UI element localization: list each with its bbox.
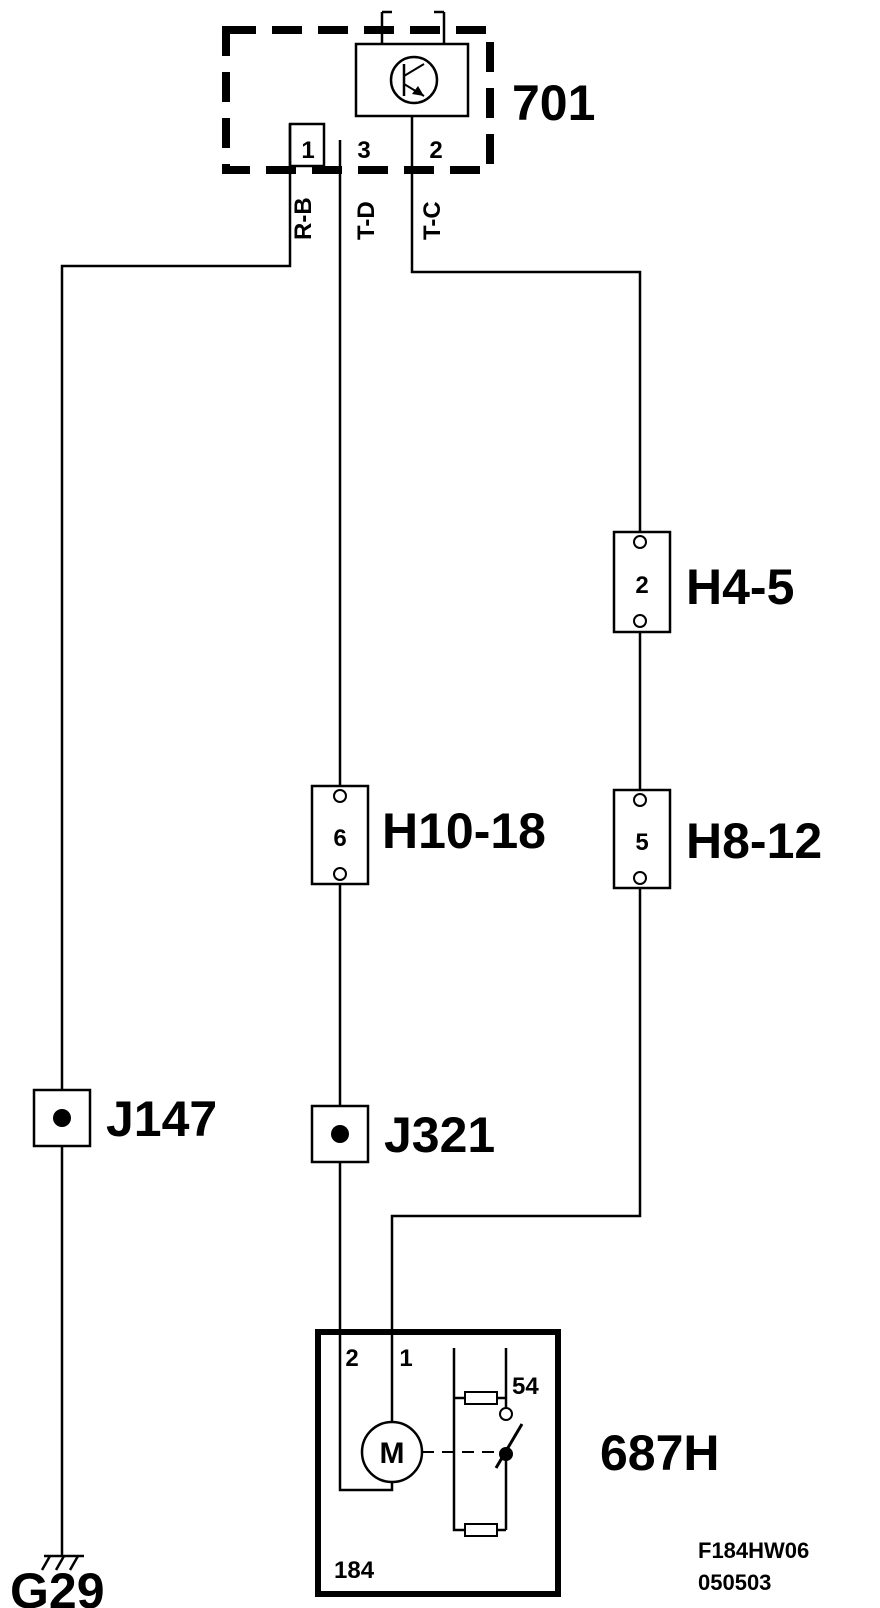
motor-symbol: M xyxy=(380,1437,405,1470)
splice-j147: J147 xyxy=(32,1088,217,1148)
sensor-pin-2: 2 xyxy=(429,137,442,164)
switch-blade-icon xyxy=(494,1423,524,1469)
component-701: 1 3 2 701 xyxy=(222,10,595,174)
splice-j147-label: J147 xyxy=(106,1091,217,1147)
component-701-label: 701 xyxy=(512,75,595,131)
connector-h10-18-pin: 6 xyxy=(333,825,346,852)
motor-pin-2: 2 xyxy=(345,1345,358,1372)
connector-h4-5: 2 H4-5 xyxy=(612,530,794,634)
switch-contact-icon xyxy=(499,1407,513,1421)
wire-label-r-b: R-B xyxy=(290,197,317,240)
component-701-dashed-boundary xyxy=(222,26,494,174)
connector-h4-5-label: H4-5 xyxy=(686,559,794,615)
sensor-pin-3: 3 xyxy=(357,137,370,164)
transistor-icon xyxy=(389,55,439,105)
ground-g29: G29 xyxy=(10,1554,105,1608)
motor-terminal-54: 54 xyxy=(512,1373,539,1400)
wire-label-t-d: T-D xyxy=(353,201,380,240)
connector-h4-5-pin: 2 xyxy=(635,572,648,599)
connector-h8-12-label: H8-12 xyxy=(686,813,822,869)
sensor-pin-1: 1 xyxy=(301,137,314,164)
motor-unit-687h: 2 1 M 54 184 687H xyxy=(315,1329,720,1597)
diagram-date: 050503 xyxy=(698,1570,771,1595)
motor-unit-ref: 184 xyxy=(334,1557,375,1584)
ground-g29-label: G29 xyxy=(10,1563,105,1608)
connector-h8-12-pin: 5 xyxy=(635,829,648,856)
motor-unit-label: 687H xyxy=(600,1425,720,1481)
connector-h8-12: 5 H8-12 xyxy=(612,788,822,890)
resistor-icon xyxy=(464,1391,498,1405)
diagram-code: F184HW06 xyxy=(698,1538,809,1563)
ground-icon xyxy=(40,1554,84,1571)
motor-unit-frame xyxy=(315,1329,561,1597)
resistor-icon xyxy=(464,1523,498,1537)
connector-h10-18: 6 H10-18 xyxy=(310,784,546,886)
connector-h10-18-label: H10-18 xyxy=(382,803,546,859)
splice-dot-icon xyxy=(53,1109,71,1127)
splice-j321-label: J321 xyxy=(384,1107,495,1163)
wire-label-t-c: T-C xyxy=(419,201,446,240)
motor-pin-1: 1 xyxy=(399,1345,412,1372)
wires xyxy=(60,116,642,1556)
splice-dot-icon xyxy=(331,1125,349,1143)
splice-j321: J321 xyxy=(310,1104,495,1164)
